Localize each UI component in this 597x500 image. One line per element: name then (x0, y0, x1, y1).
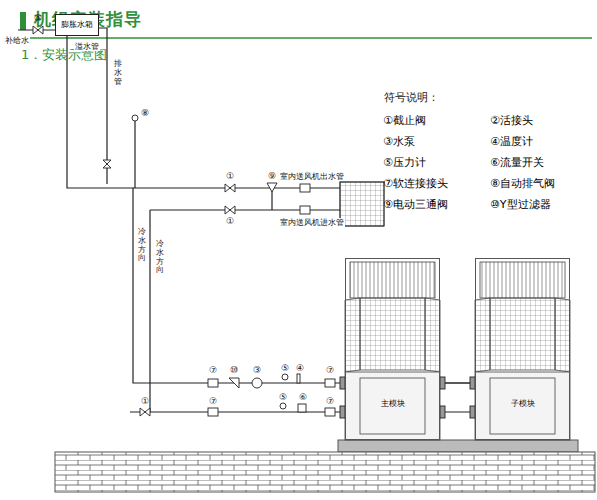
callout-number: ④ (295, 363, 305, 373)
pipe-label: 补给水 (4, 36, 30, 45)
node-text: 膨胀水箱 (61, 20, 93, 30)
callout-number: ⑤ (280, 363, 290, 373)
pipe-label: 排水管 (113, 60, 123, 86)
soft-joint (300, 184, 310, 192)
gauge (282, 374, 288, 380)
legend-entry: ③水泵 (383, 134, 490, 149)
fan-coil (340, 182, 384, 226)
legend-text: ③水泵 (383, 135, 415, 148)
pipe-label: 室内送风机出水管 (279, 172, 345, 181)
legend-text: ④温度计 (490, 135, 533, 148)
title-mark (20, 12, 26, 30)
valve-symbol (225, 184, 235, 192)
air-vent (132, 115, 138, 121)
thermometer (297, 374, 300, 383)
legend-entry: ⑧自动排气阀 (490, 176, 590, 191)
legend-text: ⑨电动三通阀 (383, 198, 448, 211)
pipe-label: 冷水方向 (155, 240, 165, 275)
pipe-label: 室内送风机进水管 (279, 218, 345, 227)
flange (440, 406, 445, 418)
module-units (55, 262, 595, 492)
water-pipe (67, 36, 345, 383)
legend-entry: ⑥流量开关 (490, 155, 590, 170)
pump (252, 378, 262, 388)
callout-number: ⑧ (140, 108, 150, 118)
expansion-tank: 膨胀水箱 (55, 14, 99, 36)
soft-joint (208, 408, 218, 416)
valve-symbol (140, 408, 150, 416)
title-rule (18, 37, 592, 39)
soft-joint (300, 206, 310, 214)
soft-joint (325, 408, 335, 416)
valve-symbol (103, 160, 111, 168)
soft-joint (325, 379, 335, 387)
callout-number: ⑦ (325, 365, 335, 375)
legend-text: ⑥流量开关 (490, 156, 544, 169)
callout-number: ⑤ (278, 392, 288, 402)
pipes (18, 28, 475, 412)
three-way-valve (267, 183, 277, 192)
unit-module: 主模块 (345, 258, 440, 440)
legend-text: ⑩Y型过滤器 (490, 198, 551, 211)
flow-switch (298, 404, 306, 412)
node-text: 主模块 (379, 399, 407, 409)
callout-number: ⑨ (267, 171, 277, 181)
legend-entry: ②活接头 (490, 113, 590, 128)
flange (440, 377, 445, 389)
symbol-legend: ①截止阀 ②活接头 ③水泵 ④温度计 ⑤压力计 ⑥流量开关 ⑦软连接接头 ⑧自动排气阀 ⑨电动三… (383, 113, 590, 212)
legend-entry: ⑤压力计 (383, 155, 490, 170)
legend-text: ⑦软连接接头 (383, 177, 448, 190)
callout-number: ① (225, 171, 235, 181)
callout-number: ① (225, 216, 235, 226)
legend-entry: ④温度计 (490, 134, 590, 149)
y-filter (229, 378, 239, 388)
callout-number: ① (33, 13, 43, 23)
legend-entry: ⑨电动三通阀 (383, 197, 490, 212)
legend-text: ②活接头 (490, 114, 533, 127)
pipe-label: 冷水方向 (137, 228, 147, 263)
callout-number: ⑦ (208, 396, 218, 406)
callout-number: ⑦ (325, 396, 335, 406)
pipe-label: 溢水管 (74, 42, 100, 51)
node-text: 子模块 (509, 399, 537, 409)
soft-joint (208, 379, 218, 387)
valve-symbol (225, 206, 235, 214)
gauge (280, 403, 286, 409)
callout-number: ⑥ (298, 392, 308, 402)
callout-number: ⑩ (229, 365, 239, 375)
legend-text: ⑤压力计 (383, 156, 426, 169)
callout-number: ① (140, 396, 150, 406)
legend-entry: ⑩Y型过滤器 (490, 197, 590, 212)
legend-entry: ①截止阀 (383, 113, 490, 128)
legend-text: ⑧自动排气阀 (490, 177, 555, 190)
pipe-label: 符号说明： (383, 92, 440, 105)
unit-module: 子模块 (475, 258, 570, 440)
legend-entry: ⑦软连接接头 (383, 176, 490, 191)
callout-number: ③ (252, 365, 262, 375)
callout-number: ⑦ (208, 365, 218, 375)
legend-text: ①截止阀 (383, 114, 426, 127)
